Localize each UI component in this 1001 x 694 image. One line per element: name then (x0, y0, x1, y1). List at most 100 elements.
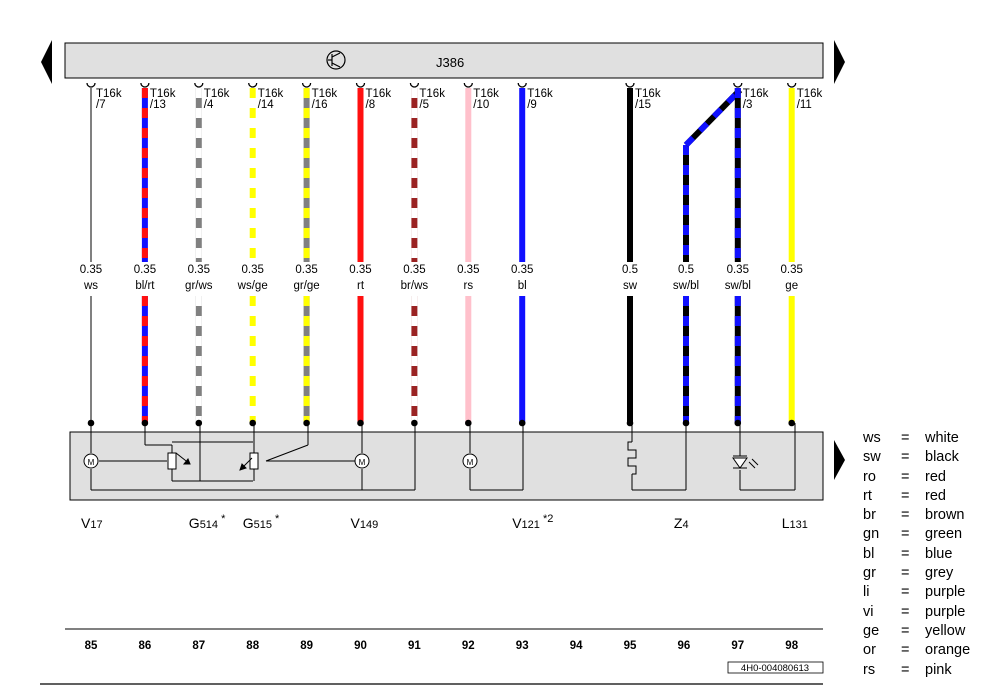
connector-pin-icon (787, 82, 797, 88)
pin-label: T16k (258, 88, 284, 100)
legend-equals: = (901, 526, 910, 543)
component-label-V149: V149 (351, 515, 379, 531)
wire-93 (517, 82, 527, 427)
wire-size: 0.35 (188, 264, 210, 276)
legend-row: gr=grey (863, 564, 998, 583)
component-label-G514: G514 * (189, 513, 226, 531)
legend-equals: = (901, 584, 910, 601)
svg-text:M: M (359, 458, 366, 467)
legend-abbr: li (863, 584, 870, 601)
legend-abbr: br (863, 507, 876, 524)
position-number: 94 (570, 640, 583, 652)
position-number: 88 (246, 640, 259, 652)
terminal-dot (195, 419, 203, 427)
transistor-symbol-icon (326, 50, 346, 70)
pin-label: T16k (150, 88, 176, 100)
wire-color-code: ws/ge (237, 280, 268, 292)
legend-row: rs=pink (863, 661, 998, 680)
wire-size: 0.35 (457, 264, 479, 276)
connector-pin-icon (86, 82, 96, 88)
control-unit-label: J386 (436, 55, 464, 70)
internal-circuitry (90, 423, 796, 491)
component-label-L131: L131 (782, 515, 808, 531)
connector-pin-icon (248, 82, 258, 88)
next-page-arrow-icon-lower[interactable] (834, 440, 845, 480)
led-icon (732, 457, 759, 469)
wire-labels-layer: T16k/70.35wsT16k/130.35bl/rtT16k/40.35gr… (80, 88, 823, 292)
pin-number: /14 (258, 99, 275, 111)
terminal-dot (465, 419, 472, 427)
connector-pin-icon (733, 82, 743, 88)
wire-89 (301, 82, 312, 427)
connector-pin-icon (140, 82, 150, 88)
legend-equals: = (901, 507, 910, 524)
pin-label: T16k (743, 88, 769, 100)
wire-size: 0.5 (678, 264, 694, 276)
wire-color-code: sw/bl (673, 280, 699, 292)
wire-color-code: ge (785, 280, 798, 292)
wire-95 (625, 82, 635, 427)
pin-label: T16k (527, 88, 553, 100)
wire-color-code: ws (83, 280, 98, 292)
legend-row: br = brown (863, 506, 998, 525)
next-page-arrow-icon[interactable] (834, 40, 845, 84)
legend-abbr: ro (863, 468, 876, 485)
legend-equals: = (901, 449, 910, 466)
legend-color-name: purple (925, 603, 966, 620)
connector-pin-icon (301, 82, 312, 88)
wire-87 (194, 82, 204, 427)
wire-88 (248, 82, 258, 427)
pin-label: T16k (419, 88, 445, 100)
wire-color-code: gr/ws (185, 280, 213, 292)
legend-color-name: green (925, 526, 963, 543)
position-number: 86 (139, 640, 152, 652)
wire-color-code: bl/rt (135, 280, 155, 292)
legend-abbr: rt (863, 487, 872, 504)
wire-color-code: rs (464, 280, 474, 292)
pin-number: /10 (473, 99, 489, 111)
component-label-V17: V17 (81, 515, 103, 531)
terminal-dot (303, 419, 310, 427)
svg-text:M: M (467, 458, 474, 467)
wire-91 (409, 82, 420, 427)
wire-color-code: sw (623, 280, 638, 292)
wire-85 (86, 82, 96, 427)
previous-page-arrow-icon[interactable] (41, 40, 52, 84)
pin-number: /7 (96, 99, 106, 111)
legend-equals: = (901, 468, 910, 485)
legend-color-name: orange (925, 642, 971, 659)
component-label-G515: G515 * (243, 513, 280, 531)
wire-86 (140, 82, 150, 427)
motor-icon-v121: M (462, 453, 478, 469)
pin-label: T16k (204, 88, 230, 100)
position-number: 89 (300, 640, 313, 652)
wire-color-code: bl (518, 280, 527, 292)
legend-color-name: grey (925, 565, 954, 582)
position-number: 91 (408, 640, 421, 652)
wires-layer (86, 82, 797, 427)
pin-number: /4 (204, 99, 214, 111)
connector-pin-icon (409, 82, 420, 88)
connector-pin-icon (517, 82, 527, 88)
wire-color-code: rt (357, 280, 365, 292)
position-number: 90 (354, 640, 367, 652)
wire-size: 0.5 (622, 264, 638, 276)
component-box (69, 431, 824, 501)
component-label-Z4: Z4 (674, 515, 689, 531)
wire-size: 0.35 (349, 264, 371, 276)
position-number: 96 (678, 640, 691, 652)
control-unit-bar (64, 42, 824, 79)
legend-color-name: brown (925, 507, 965, 524)
terminal-dot (734, 419, 742, 427)
wire-color-code: sw/bl (725, 280, 751, 292)
position-number: 98 (785, 640, 798, 652)
legend-equals: = (901, 642, 910, 659)
legend-row: ge=yellow (863, 622, 998, 641)
pin-label: T16k (366, 88, 392, 100)
terminal-dot (518, 419, 526, 427)
legend-abbr: gr (863, 565, 876, 582)
wire-92 (463, 82, 473, 427)
